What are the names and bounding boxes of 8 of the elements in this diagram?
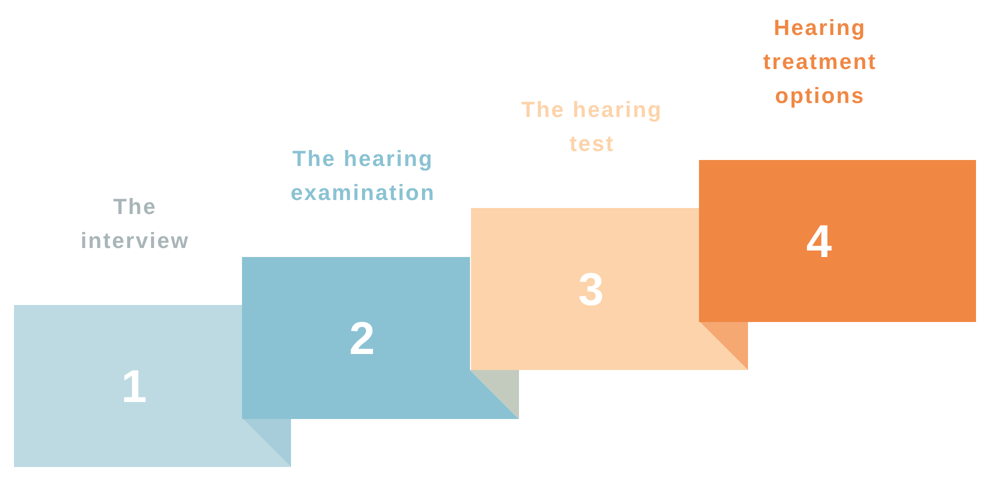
step-heading: Hearing treatment options: [762, 14, 878, 110]
step-heading: The hearing examination: [290, 145, 436, 207]
step-heading: The interview: [80, 193, 190, 255]
step-number: 3: [578, 264, 604, 314]
step-heading: The hearing test: [520, 96, 664, 158]
step-number: 1: [121, 361, 147, 411]
step-number: 2: [349, 313, 375, 363]
step-number: 4: [806, 216, 832, 266]
